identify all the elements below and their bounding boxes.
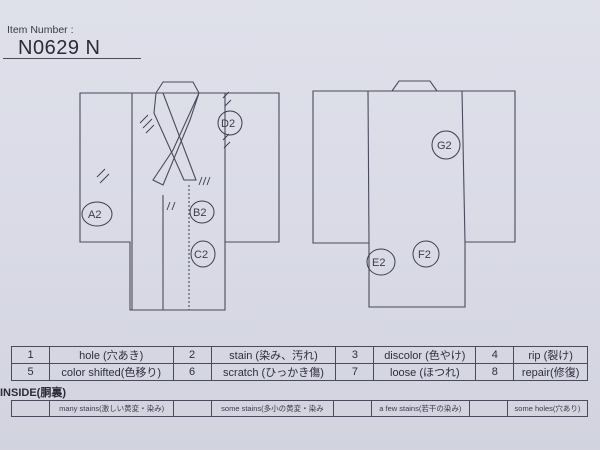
mark-g2-circle — [431, 130, 461, 160]
legend-num: 3 — [335, 346, 375, 364]
inside-checkbox-many-stains[interactable] — [11, 400, 50, 417]
inside-option-label: many stains(激しい黄変・染み) — [48, 400, 175, 417]
kimono-diagrams: A2 B2 C2 D2 E2 F2 G2 — [79, 80, 516, 311]
legend-label: rip (裂け) — [513, 346, 588, 364]
mark-f2-circle — [412, 240, 440, 268]
mark-e2-label: E2 — [372, 257, 385, 269]
back-damage-marks — [366, 130, 461, 276]
inside-row: many stains(激しい黄変・染み) some stains(多小の黄変・… — [11, 400, 589, 417]
legend-row: 5 color shifted(色移り) 6 scratch (ひっかき傷) 7… — [11, 363, 588, 381]
mark-g2-label: G2 — [437, 140, 452, 152]
mark-c2-circle — [190, 240, 216, 268]
item-number-value: N0629 N — [18, 37, 101, 59]
mark-f2-label: F2 — [418, 249, 431, 261]
legend-label: stain (染み、汚れ) — [210, 346, 337, 364]
item-number-underline — [3, 58, 141, 59]
legend-label: discolor (色やけ) — [373, 346, 477, 364]
inside-option-label: some holes(穴あり) — [506, 400, 589, 417]
inside-option-label: a few stains(若干の染み) — [370, 400, 470, 417]
mark-b2-label: B2 — [193, 207, 206, 219]
front-pencil-marks — [96, 91, 232, 211]
legend-num: 7 — [335, 363, 375, 381]
mark-a2-circle — [81, 201, 113, 227]
legend-num: 4 — [475, 346, 515, 364]
inside-section-title: INSIDE(胴裏) — [0, 387, 66, 399]
legend-num: 1 — [11, 346, 50, 364]
legend-label: repair(修復) — [513, 363, 588, 381]
inside-checkbox-few-stains[interactable] — [332, 400, 372, 417]
mark-d2-circle — [217, 110, 243, 136]
legend-label: loose (ほつれ) — [373, 363, 477, 381]
legend-label: color shifted(色移り) — [49, 363, 174, 381]
mark-e2-circle — [366, 248, 396, 276]
legend-num: 8 — [475, 363, 515, 381]
legend-row: 1 hole (穴あき) 2 stain (染み、汚れ) 3 discolor … — [11, 346, 588, 364]
mark-d2-label: D2 — [221, 118, 235, 130]
mark-b2-circle — [189, 200, 215, 224]
inside-checkbox-some-stains[interactable] — [173, 400, 213, 417]
inside-condition-table: many stains(激しい黄変・染み) some stains(多小の黄変・… — [11, 400, 589, 417]
inside-checkbox-some-holes[interactable] — [468, 400, 508, 417]
legend-label: hole (穴あき) — [49, 346, 174, 364]
inside-option-label: some stains(多小の黄変・染み — [211, 400, 334, 417]
front-damage-marks — [81, 110, 243, 268]
legend-label: scratch (ひっかき傷) — [210, 363, 337, 381]
mark-c2-label: C2 — [194, 249, 208, 261]
front-kimono-diagram — [79, 81, 280, 311]
damage-legend-table: 1 hole (穴あき) 2 stain (染み、汚れ) 3 discolor … — [11, 346, 588, 381]
mark-a2-label: A2 — [88, 209, 101, 221]
back-kimono-diagram — [312, 80, 516, 308]
legend-num: 6 — [172, 363, 212, 381]
legend-num: 2 — [172, 346, 212, 364]
item-number-label: Item Number : — [7, 24, 74, 36]
legend-num: 5 — [11, 363, 50, 381]
